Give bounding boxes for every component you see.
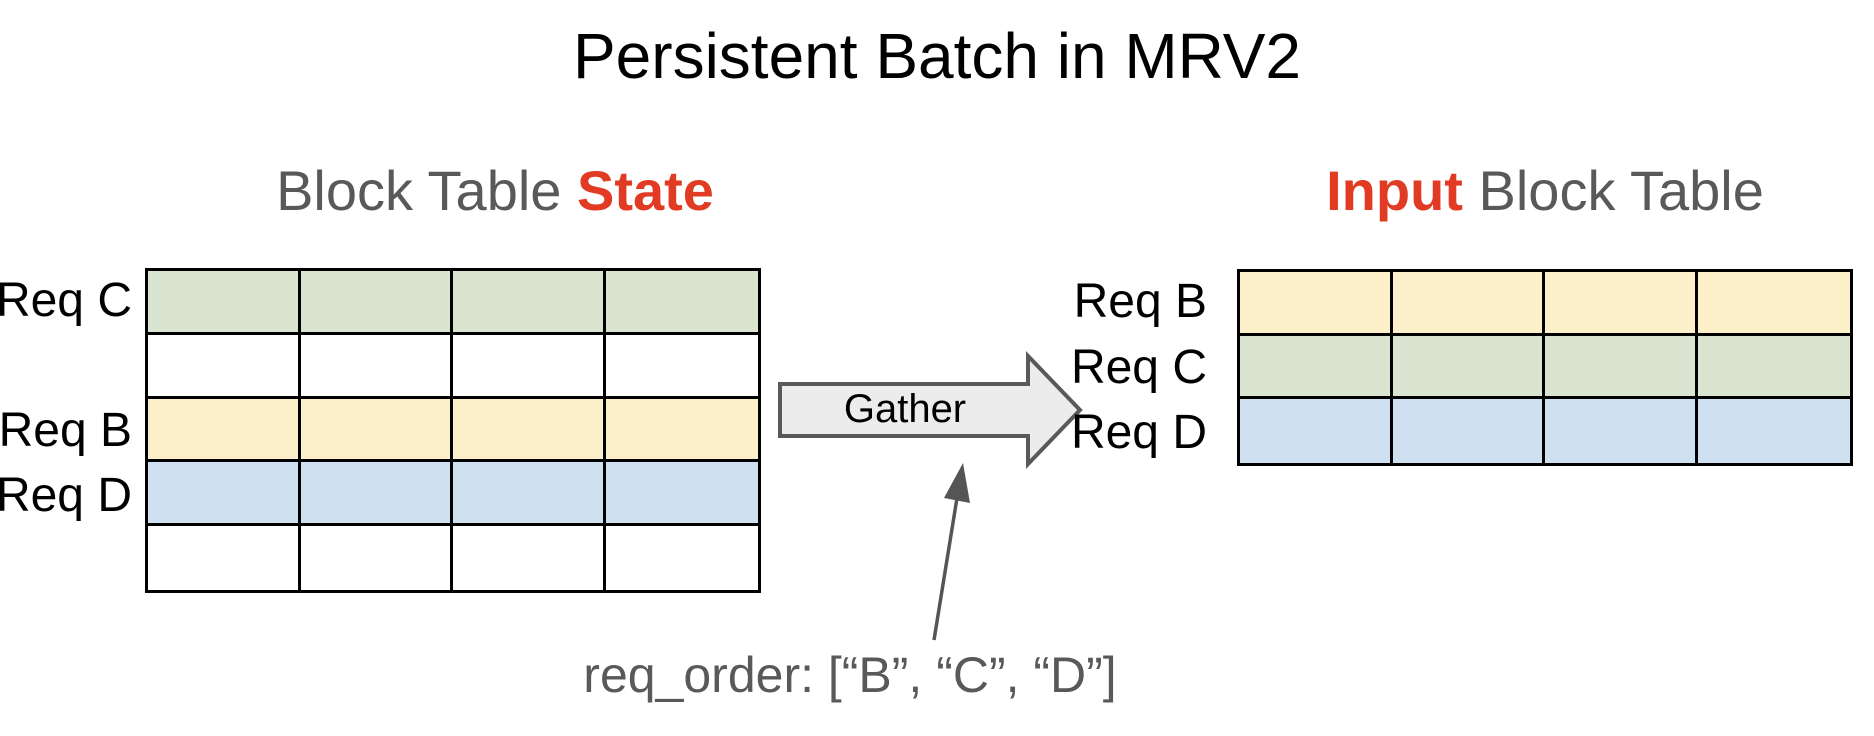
input-table-heading-suffix: Block Table [1462,159,1764,222]
block-cell [453,526,606,590]
block-cell [300,462,453,527]
block-cell [300,398,453,463]
input-block-table [1237,269,1853,467]
block-cell [300,271,453,335]
row-label: Req B [1073,275,1207,328]
row-label: Req C [1070,340,1207,394]
block-cell [605,271,758,335]
row-label: Req D [0,469,132,522]
block-cell [453,462,606,527]
block-cell [1392,272,1545,336]
state-block-table [145,268,761,593]
block-cell [300,334,453,399]
block-cell [605,526,758,590]
block-cell [148,526,301,590]
block-cell [1697,399,1850,464]
state-table-heading-prefix: Block Table [276,159,577,222]
gather-arrow-label: Gather [843,387,967,431]
block-cell [148,334,301,399]
block-cell [300,526,453,590]
block-cell [1240,335,1393,400]
block-cell [1697,335,1850,400]
req-order-annotation: req_order: [“B”, “C”, “D”] [583,647,1117,703]
block-cell [605,462,758,527]
slide-title: Persistent Batch in MRV2 [572,20,1302,92]
row-label: Req B [0,404,132,457]
input-table-heading: Input Block Table [1237,160,1853,222]
block-cell [453,271,606,335]
block-cell [1392,399,1545,464]
block-cell [1240,399,1393,464]
annotation-arrow-icon [932,463,970,641]
block-cell [148,271,301,335]
block-cell [1697,272,1850,336]
block-cell [1545,272,1698,336]
block-cell [148,398,301,463]
block-cell [605,398,758,463]
block-cell [605,334,758,399]
block-cell [453,398,606,463]
block-cell [1392,335,1545,400]
state-table-heading: Block Table State [160,160,830,222]
block-cell [453,334,606,399]
block-cell [1545,399,1698,464]
block-cell [1240,272,1393,336]
row-label: Req D [1070,406,1207,460]
block-cell [1545,335,1698,400]
block-cell [148,462,301,527]
row-label: Req C [0,274,132,327]
state-table-heading-highlight: State [576,159,714,222]
input-table-heading-highlight: Input [1326,159,1463,222]
